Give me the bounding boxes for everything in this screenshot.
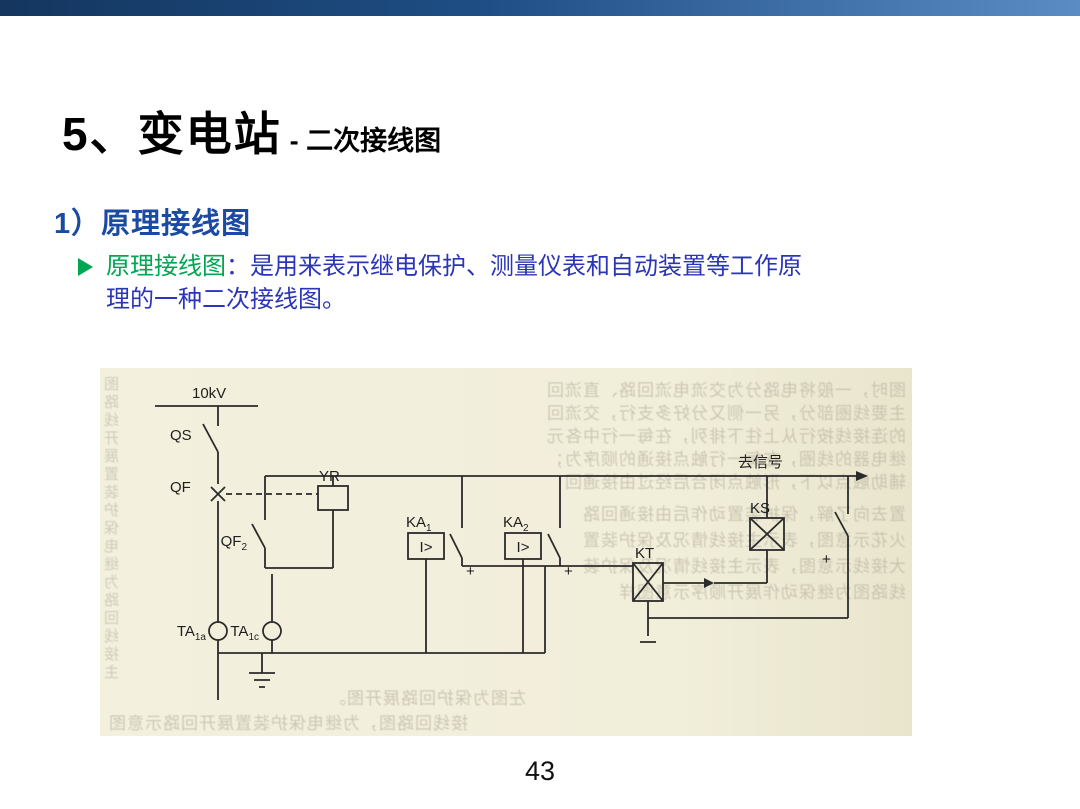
minus-terminal <box>640 618 656 643</box>
arrow-right-icon <box>78 258 93 276</box>
qf2-aux-contact <box>251 476 266 568</box>
qs-disconnector-symbol <box>202 423 219 453</box>
top-accent-bar <box>0 0 1080 16</box>
label-ka1: KA1 <box>406 514 432 534</box>
label-ta1c: TA1c <box>230 623 259 643</box>
bullet-body: ：是用来表示继电保护、测量仪表和自动装置等工作原理的一种二次接线图。 <box>106 253 802 313</box>
ground-symbol <box>249 653 275 688</box>
kt-contact-arrow <box>704 578 714 588</box>
ka2-contact <box>547 476 561 566</box>
bullet-term: 原理接线图 <box>106 253 226 280</box>
ka1-contact <box>449 476 463 566</box>
ks-coil-cross <box>749 517 785 551</box>
label-plus-3: + <box>822 551 831 568</box>
qf-breaker-symbol <box>210 486 226 502</box>
trip-circuit-wire <box>265 476 334 569</box>
circuit-lines <box>155 405 868 700</box>
page-number: 43 <box>524 756 556 786</box>
scanned-diagram: 图时，一般将电路分为交流电流回路、直流回 主要线圈部分，另一侧又分好多支行，交流… <box>100 368 912 736</box>
label-plus-1: + <box>466 563 475 580</box>
ct-ta1a-symbol <box>208 621 228 641</box>
label-to-signal: 去信号 <box>738 454 783 471</box>
section-heading: 1）原理接线图 <box>54 208 252 240</box>
wire <box>714 550 768 584</box>
bullet-item: 原理接线图：是用来表示继电保护、测量仪表和自动装置等工作原理的一种二次接线图。 <box>78 250 820 316</box>
ks-contact-branch <box>834 476 849 618</box>
kt-coil-cross <box>632 562 664 602</box>
label-yr: YR <box>319 468 340 485</box>
circuit-labels: 10kV QS QF YR QF2 KA1 KA2 I> I> KT KS 去信… <box>170 385 831 643</box>
ct-ta1c-symbol <box>262 621 282 641</box>
yr-trip-coil-box <box>317 485 349 511</box>
relay-coil-returns <box>425 559 524 653</box>
label-kt: KT <box>635 545 654 562</box>
slide-title-suffix: - 二次接线图 <box>289 126 442 156</box>
signal-arrow-icon <box>856 471 868 481</box>
label-plus-2: + <box>564 563 573 580</box>
label-qs: QS <box>170 427 192 444</box>
label-overcurrent-2: I> <box>517 539 530 556</box>
bullet-text: 原理接线图：是用来表示继电保护、测量仪表和自动装置等工作原理的一种二次接线图。 <box>106 250 820 316</box>
label-ks: KS <box>750 500 770 517</box>
label-ka2: KA2 <box>503 514 529 534</box>
label-qf: QF <box>170 479 191 496</box>
slide-title: 5、变电站- 二次接线图 <box>62 98 441 164</box>
slide-title-main: 5、变电站 <box>62 108 282 160</box>
label-ta1a: TA1a <box>177 623 207 643</box>
label-qf2: QF2 <box>221 533 248 553</box>
circuit-schematic: 10kV QS QF YR QF2 KA1 KA2 I> I> KT KS 去信… <box>155 385 868 700</box>
label-overcurrent-1: I> <box>420 539 433 556</box>
label-voltage: 10kV <box>192 385 226 402</box>
